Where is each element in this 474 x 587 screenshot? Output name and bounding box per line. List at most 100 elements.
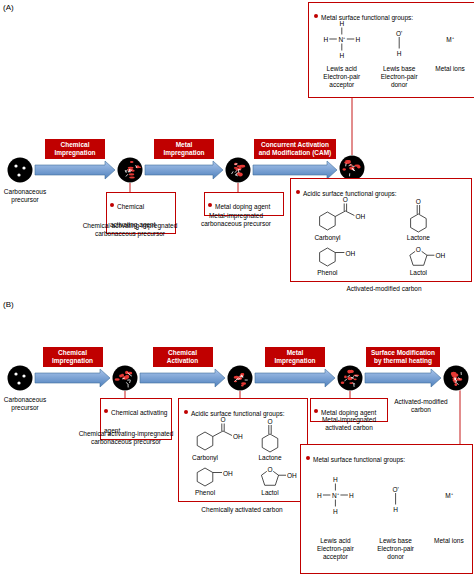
atom-label: O (220, 416, 225, 423)
pore-streak (353, 169, 355, 171)
ring-bond (320, 212, 336, 230)
process-arrow (35, 369, 110, 387)
bond-line (213, 472, 222, 473)
bond-line (335, 211, 345, 217)
pore-dot (17, 381, 20, 384)
atom-label: OH (345, 249, 355, 256)
atom-label: H (355, 36, 360, 43)
atom-label: H (333, 476, 338, 483)
structure-name: Carbonyl (307, 234, 347, 242)
pore-streak (454, 377, 456, 380)
pore-streak (241, 375, 243, 377)
process-step-label: Metal Impregnation (154, 139, 214, 159)
bond-line (271, 425, 272, 434)
process-arrow (35, 161, 115, 179)
agent-speck (237, 165, 241, 167)
pore-streak (352, 376, 354, 378)
process-step-label: Chemical Impregnation (45, 139, 105, 159)
process-arrow (460, 390, 461, 444)
process-arrow (255, 369, 335, 387)
callout-text: Metal doping agent (215, 203, 270, 210)
agent-speck (348, 377, 353, 380)
pore-streak (344, 379, 346, 381)
bond-line (341, 44, 342, 51)
atom-label: H (339, 52, 344, 59)
particle-shape (337, 365, 363, 391)
bond-line (424, 255, 427, 265)
structure-name: Lactol (398, 269, 438, 277)
agent-speck (348, 377, 352, 380)
bullet-dot (296, 190, 300, 194)
pore-streak (352, 168, 354, 170)
structure-name: Lactone (250, 454, 290, 462)
atom-label: OH (233, 433, 243, 440)
particle-body (444, 366, 469, 391)
functional-group-box: Acidic surface functional groups: Carbony… (290, 178, 472, 282)
group-heading-text: Acidic surface functional groups: (303, 190, 397, 197)
pore-streak (461, 372, 462, 375)
pore-streak (129, 169, 132, 171)
atom-label: M⁺ (445, 492, 452, 499)
pore-streak (128, 384, 129, 387)
agent-speck (240, 373, 244, 377)
structure-name: Lactol (250, 489, 290, 497)
pore-streak (128, 171, 131, 172)
pore-streak (129, 380, 131, 383)
bond-line (344, 204, 345, 212)
bond-line (323, 495, 331, 496)
pore-streak (232, 171, 234, 174)
carbon-particle: Chemically activated carbon (227, 365, 253, 391)
particle-body (338, 366, 363, 391)
agent-speck (125, 376, 130, 379)
agent-speck (354, 378, 357, 380)
agent-speck (129, 173, 135, 175)
process-arrow (240, 391, 241, 398)
process-arrow (145, 161, 223, 179)
stage-caption: Metal-impregnated activated carbon (312, 416, 386, 432)
structure-name: Lewis acid Electron-pair acceptor (316, 65, 368, 89)
pore-dot (14, 164, 17, 167)
pore-streak (236, 173, 237, 176)
particle-body (8, 158, 33, 183)
process-arrow (253, 161, 337, 179)
bullet-dot (306, 456, 310, 460)
atom-label: O' (392, 486, 398, 493)
pore-streak (238, 170, 240, 173)
pore-streak (235, 175, 238, 176)
process-step-label: Concurrent Activation and Modification (… (254, 139, 336, 159)
group-heading: Metal surface functional groups: (306, 448, 405, 466)
group-heading: Acidic surface functional groups: (184, 402, 285, 420)
bond-line (279, 475, 286, 476)
pore-dot (22, 166, 25, 169)
pore-streak (127, 373, 129, 375)
structure-name: Lewis base Electron-pair donor (373, 65, 425, 89)
bond-line (275, 475, 278, 485)
process-step-label: Chemical Activation (153, 347, 213, 367)
bond-line (345, 211, 354, 216)
atom-label: O (267, 418, 272, 425)
agent-speck (347, 160, 351, 163)
bond-line (410, 251, 415, 255)
pore-streak (349, 164, 352, 165)
pore-dot (17, 173, 20, 176)
bond-line (335, 484, 336, 491)
process-arrow (365, 369, 441, 387)
pore-streak (126, 170, 128, 172)
pore-streak (235, 163, 238, 165)
agent-speck (129, 176, 135, 178)
bullet-dot (104, 409, 108, 413)
stage-caption: Chemically activated carbon (200, 506, 284, 514)
process-arrow (140, 369, 225, 387)
structure-name: Phenol (185, 489, 225, 497)
atom-label: OH (287, 472, 297, 479)
ring-bond (411, 214, 427, 232)
bond-line (399, 37, 400, 49)
callout-text: Chemical activating agent (110, 203, 156, 228)
bond-line (427, 255, 434, 256)
atom-label: O (267, 466, 272, 473)
pore-streak (353, 384, 354, 387)
ring-bond (320, 248, 336, 266)
atom-label: M⁺ (446, 36, 453, 43)
pore-streak (456, 383, 458, 385)
agent-speck (241, 384, 244, 386)
